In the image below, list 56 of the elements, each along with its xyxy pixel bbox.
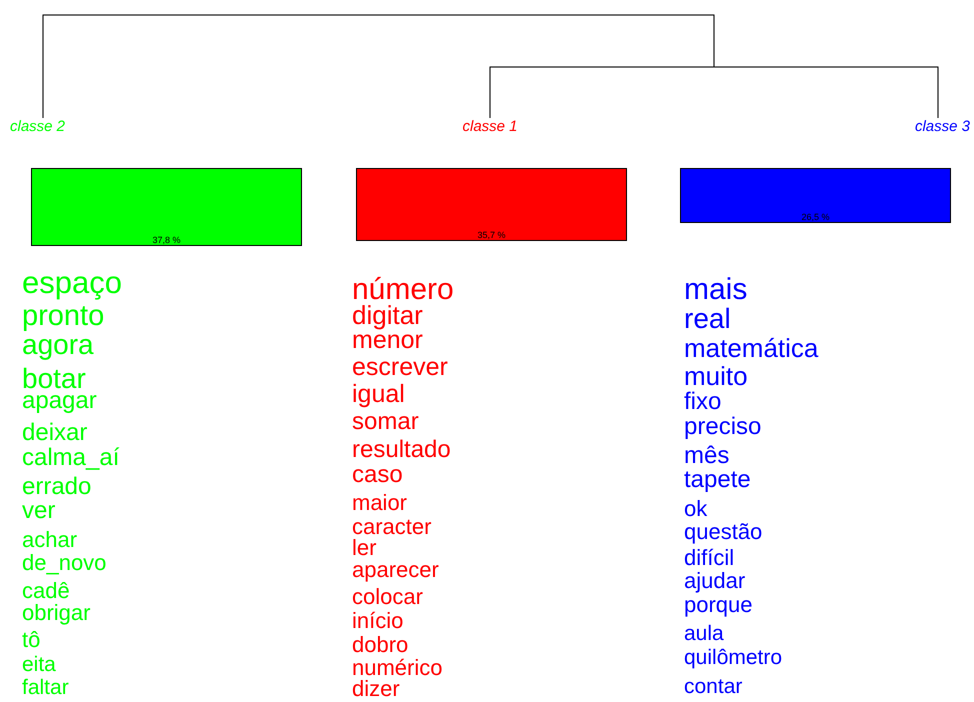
word-label: ler: [352, 537, 376, 559]
word-label: muito: [684, 363, 748, 389]
word-label: mais: [684, 275, 748, 305]
word-label: dobro: [352, 634, 408, 656]
class-bar: [356, 168, 627, 241]
word-label: matemática: [684, 335, 818, 361]
word-label: questão: [684, 521, 762, 543]
class-bar: [680, 168, 951, 223]
word-label: número: [352, 275, 454, 305]
percentage-label: 37,8 %: [151, 236, 182, 245]
word-label: tô: [22, 629, 40, 651]
word-label: ok: [684, 498, 708, 520]
percentage-label: 26,5 %: [800, 213, 831, 222]
word-label: maior: [352, 492, 408, 514]
word-label: eita: [22, 654, 56, 675]
word-label: deixar: [22, 421, 88, 445]
word-label: difícil: [684, 547, 734, 569]
word-label: real: [684, 305, 731, 333]
word-label: aparecer: [352, 559, 439, 581]
word-label: aula: [684, 623, 724, 644]
class-label: classe 2: [10, 119, 66, 134]
word-label: preciso: [684, 415, 762, 439]
word-label: calma_aí: [22, 446, 120, 470]
word-label: errado: [22, 475, 92, 499]
class-label: classe 3: [914, 119, 970, 134]
word-label: cadê: [22, 580, 70, 602]
percentage-label: 35,7 %: [476, 231, 507, 240]
word-label: caracter: [352, 516, 432, 538]
word-label: mês: [684, 444, 730, 468]
word-label: ver: [22, 499, 56, 523]
word-label: pronto: [22, 302, 104, 331]
word-label: início: [352, 610, 404, 632]
word-label: tapete: [684, 468, 751, 492]
word-label: colocar: [352, 586, 423, 608]
word-label: porque: [684, 594, 753, 616]
class-label: classe 1: [462, 119, 518, 134]
word-label: agora: [22, 331, 94, 359]
word-label: caso: [352, 463, 403, 487]
word-label: ajudar: [684, 570, 746, 592]
word-label: faltar: [22, 677, 69, 698]
word-label: dizer: [352, 678, 400, 700]
class-bar: [31, 168, 302, 246]
word-label: digitar: [352, 302, 423, 328]
word-label: numérico: [352, 657, 442, 679]
word-label: obrigar: [22, 602, 90, 624]
word-label: fixo: [684, 390, 722, 414]
word-label: contar: [684, 676, 742, 697]
word-label: espaço: [22, 267, 122, 298]
word-label: igual: [352, 382, 405, 407]
word-label: somar: [352, 410, 419, 434]
word-label: resultado: [352, 438, 451, 462]
word-label: escrever: [352, 355, 448, 380]
word-label: menor: [352, 328, 423, 353]
word-label: quilômetro: [684, 647, 782, 668]
word-label: achar: [22, 529, 78, 551]
word-label: de_novo: [22, 552, 106, 574]
